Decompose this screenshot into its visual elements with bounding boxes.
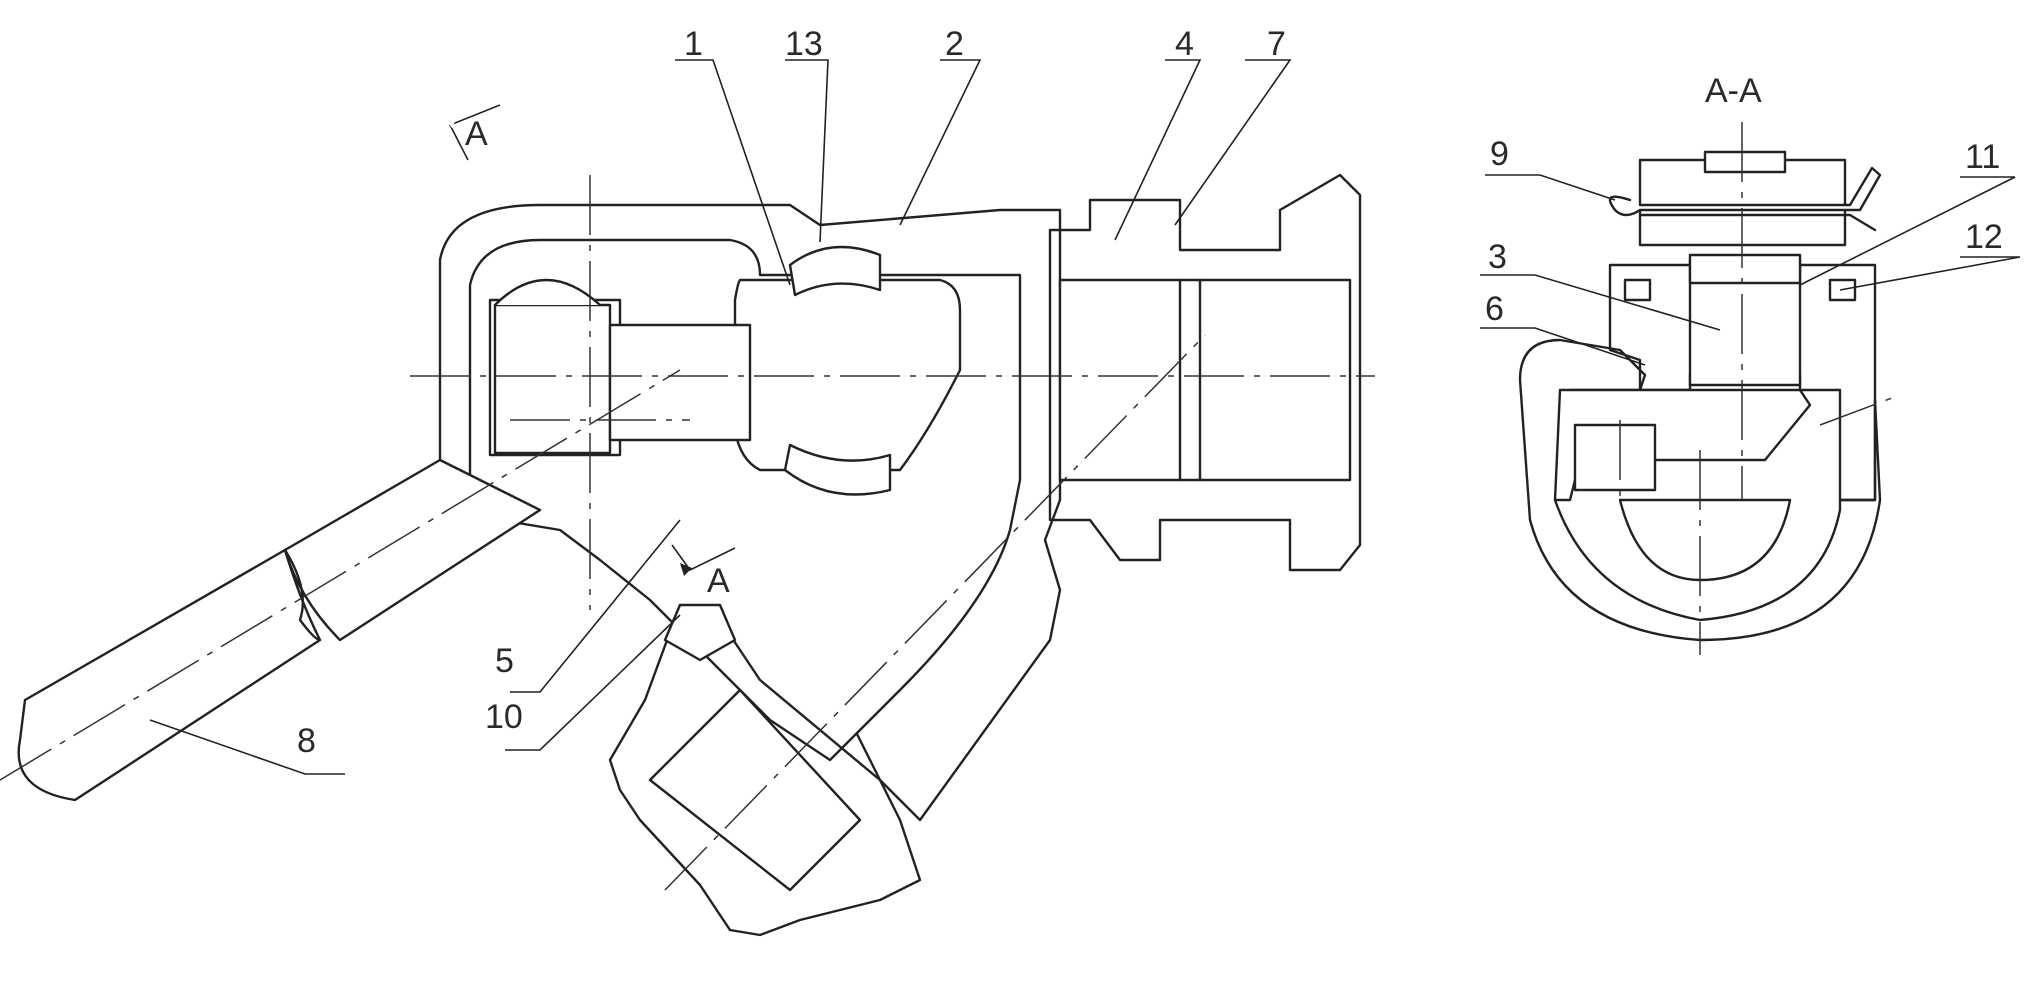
callout-3: 3 xyxy=(1488,238,1507,276)
ball-seat-bottom xyxy=(783,443,892,496)
section-title: A-A xyxy=(1705,72,1762,110)
rod-upper xyxy=(283,458,542,642)
callout-6: 6 xyxy=(1485,290,1504,328)
cotter-pin xyxy=(1608,166,1882,217)
callout-8: 8 xyxy=(297,722,316,760)
ball-core xyxy=(733,278,962,472)
lower-fitting-bore xyxy=(648,688,862,892)
leader-lines xyxy=(149,59,2021,775)
callout-12: 12 xyxy=(1965,218,2003,256)
cotter-pin-lower xyxy=(1638,213,1877,232)
shank-neck xyxy=(608,323,752,442)
section-view xyxy=(1518,122,1901,655)
cut-letter-top: A xyxy=(465,115,488,153)
section-ball xyxy=(1618,498,1792,582)
cut-letter-bottom: A xyxy=(707,562,730,600)
callout-4: 4 xyxy=(1175,25,1194,63)
rod xyxy=(17,548,322,802)
callout-7: 7 xyxy=(1267,25,1286,63)
section-link xyxy=(1553,388,1812,502)
callout-13: 13 xyxy=(785,25,823,63)
rod-break xyxy=(283,548,322,642)
fitting-nut xyxy=(1048,173,1362,572)
fitting-bore xyxy=(1058,278,1352,482)
main-view xyxy=(0,104,1375,937)
callout-11: 11 xyxy=(1965,138,2000,176)
callout-9: 9 xyxy=(1490,135,1509,173)
labels: 1 13 2 4 7 5 10 8 9 11 12 3 6 A-A A A xyxy=(297,25,2003,760)
callout-2: 2 xyxy=(945,25,964,63)
lower-hex xyxy=(663,603,737,662)
callout-10: 10 xyxy=(485,698,523,736)
pin-block xyxy=(488,298,622,457)
ball-seat-top xyxy=(788,245,882,297)
callout-5: 5 xyxy=(495,642,514,680)
callout-1: 1 xyxy=(684,25,703,63)
pin-cap xyxy=(493,278,602,307)
